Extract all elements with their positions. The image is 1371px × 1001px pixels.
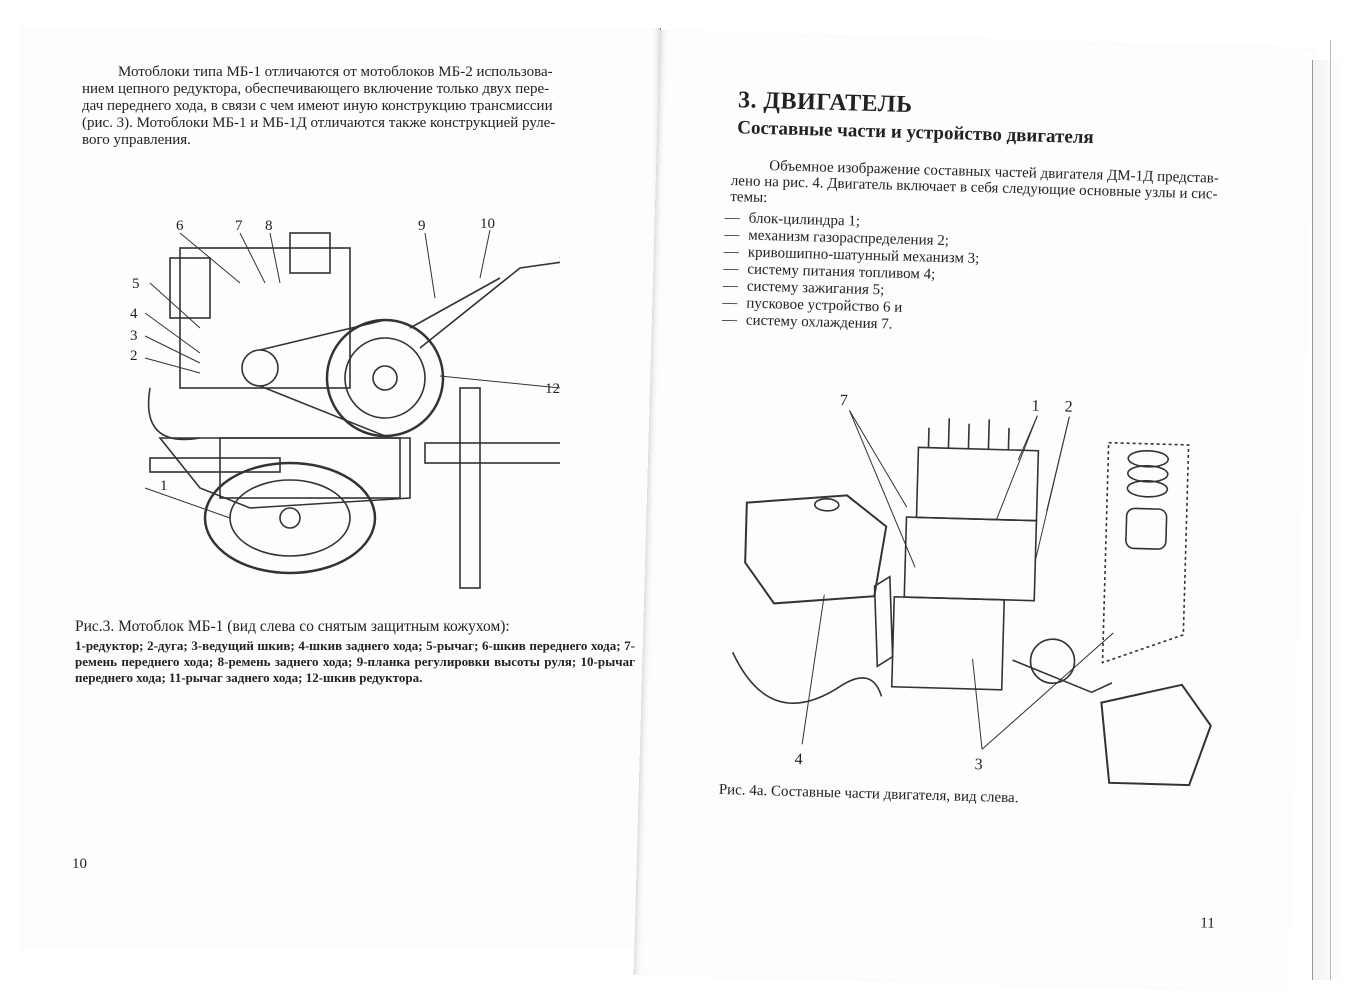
- fig3-label: 2: [130, 348, 138, 364]
- figure-3-motoblock-drawing: 1 2 3 4 5 6 7 8 9 10 11 12: [130, 216, 560, 589]
- fig3-label: 1: [160, 478, 168, 494]
- right-page: 3. ДВИГАТЕЛЬ Составные части и устройств…: [633, 30, 1315, 993]
- intro-line: Мотоблоки типа МБ-1 отличаются от мотобл…: [118, 64, 553, 80]
- page-number-left: 10: [72, 856, 87, 872]
- intro-line: (рис. 3). Мотоблоки МБ-1 и МБ-1Д отличаю…: [82, 115, 556, 131]
- page-number-right: 11: [1200, 915, 1215, 932]
- fig3-label: 4: [130, 306, 138, 322]
- fig3-label: 3: [130, 328, 138, 344]
- figure-4a-engine-exploded-drawing: 7 1 2 4 3: [731, 392, 1212, 787]
- figure-3-caption-title: Рис.3. Мотоблок МБ-1 (вид слева со сняты…: [75, 618, 510, 635]
- fig3-label: 10: [480, 216, 495, 232]
- fig4-label: 4: [794, 751, 802, 768]
- fig4-label: 7: [839, 392, 847, 409]
- intro-line: дач переднего хода, в связи с чем имеют …: [82, 98, 553, 114]
- intro-line: нием цепного редуктора, обеспечивающего …: [82, 81, 550, 97]
- fig3-label: 8: [265, 218, 273, 234]
- fig3-label: 6: [176, 218, 184, 234]
- fig4-label: 2: [1064, 398, 1072, 415]
- intro-paragraph: Мотоблоки типа МБ-1 отличаются от мотобл…: [82, 64, 612, 149]
- engine-systems-list: блок-цилиндра 1; механизм газораспределе…: [722, 210, 981, 336]
- intro-line: вого управления.: [82, 132, 191, 148]
- left-page: Мотоблоки типа МБ-1 отличаются от мотобл…: [20, 28, 661, 948]
- page-stack-line: [1330, 40, 1331, 980]
- fig3-label: 7: [235, 218, 243, 234]
- fig3-label: 9: [418, 218, 426, 234]
- figure-3-caption-legend: 1-редуктор; 2-дуга; 3-ведущий шкив; 4-шк…: [75, 638, 635, 685]
- section-subheading: Составные части и устройство двигателя: [737, 117, 1095, 149]
- fig3-label: 5: [132, 276, 140, 292]
- page-stack-edge: [1312, 60, 1343, 980]
- chapter-heading: 3. ДВИГАТЕЛЬ: [737, 87, 913, 119]
- engine-intro-paragraph: Объемное изображение составных частей дв…: [730, 157, 1271, 220]
- fig4-label: 3: [974, 756, 982, 773]
- fig4-label: 1: [1031, 398, 1039, 415]
- fig3-label: 12: [545, 381, 560, 397]
